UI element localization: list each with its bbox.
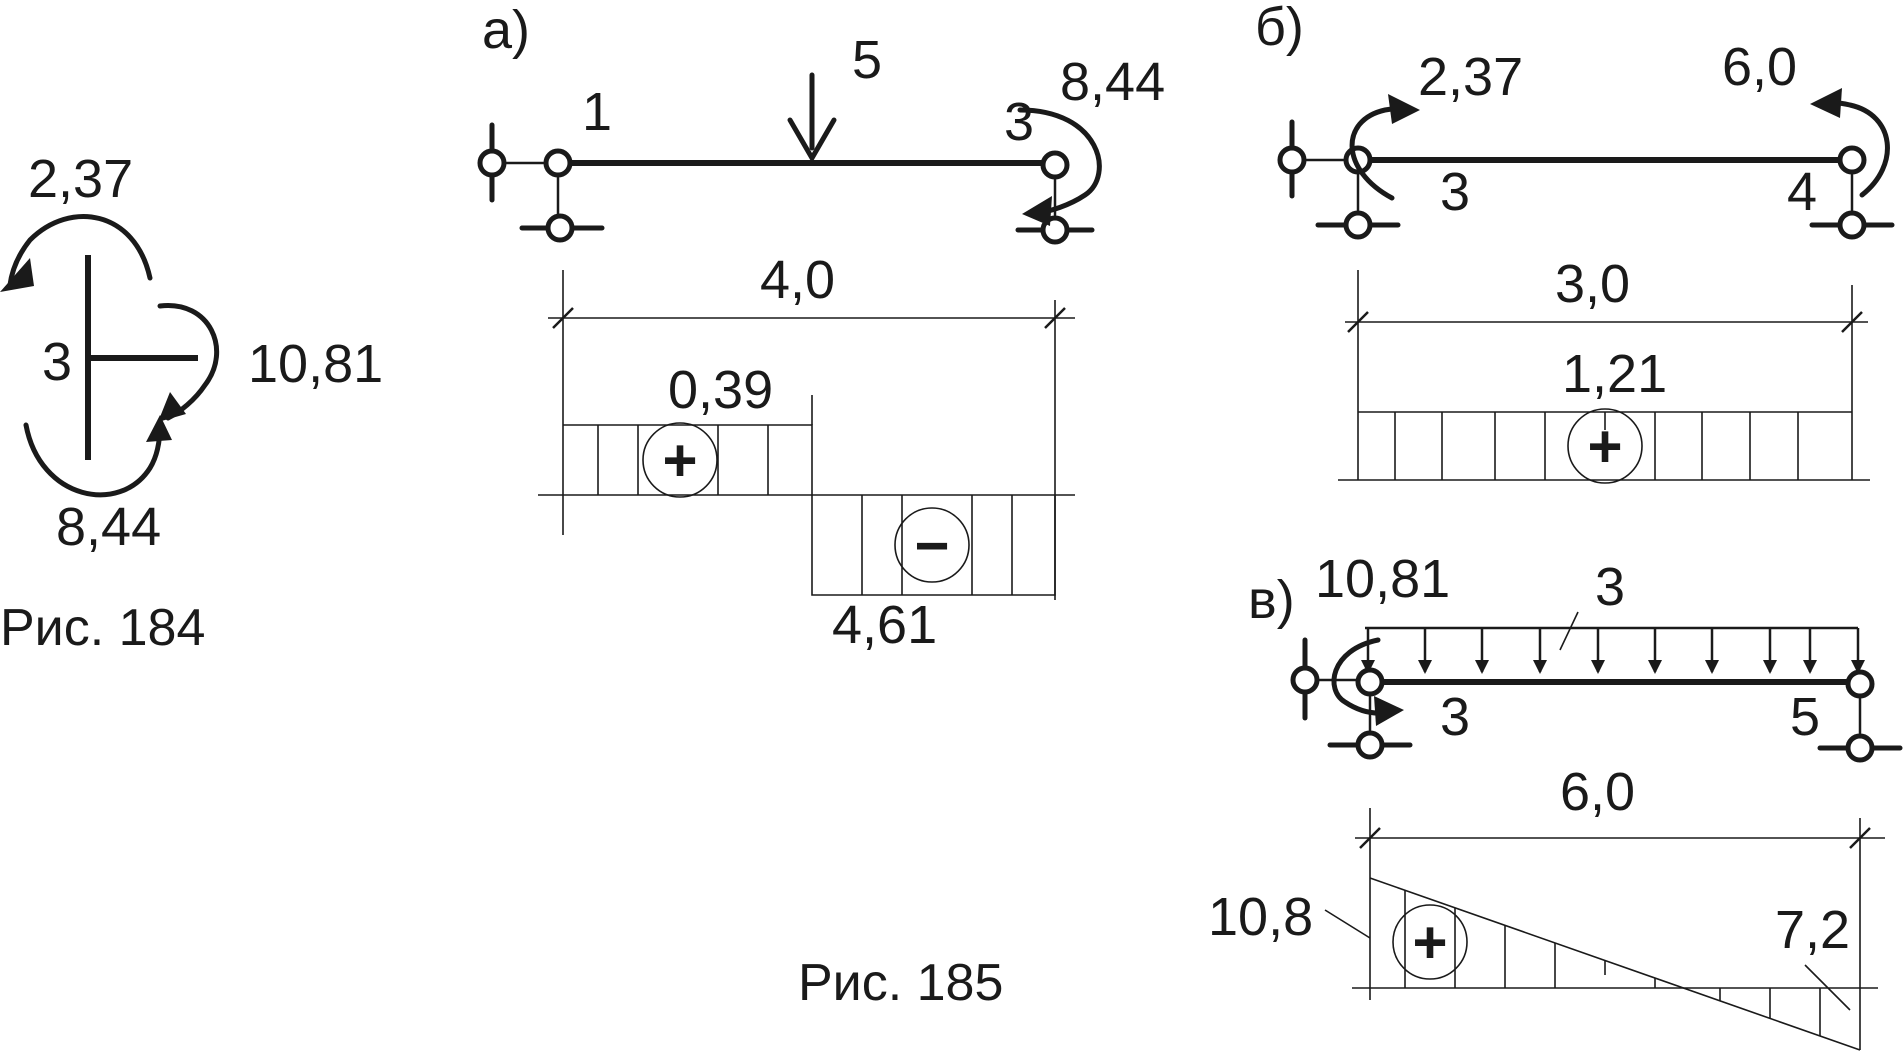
fig185c-hinge-left-outer bbox=[1290, 665, 1320, 695]
fig185a-label-shear-neg: 4,61 bbox=[832, 595, 937, 655]
fig185b-label-moment-left: 2,37 bbox=[1418, 47, 1523, 107]
fig185b-label-moment-right: 6,0 bbox=[1722, 37, 1797, 97]
fig185a-hinge-node3 bbox=[1040, 150, 1070, 180]
fig185b-hinge-left-lower bbox=[1343, 210, 1373, 240]
fig185b-hinge-right-lower bbox=[1837, 210, 1867, 240]
fig185b-moment-arrowhead-right bbox=[1810, 88, 1842, 118]
fig185c-label-shear-right: 7,2 bbox=[1775, 900, 1850, 960]
fig185b-sign: + bbox=[1587, 413, 1622, 480]
fig185a-shear-hatching bbox=[597, 425, 1013, 595]
fig185b-label-span: 3,0 bbox=[1555, 254, 1630, 314]
fig185c-moment-arrowhead bbox=[1374, 696, 1404, 726]
fig185a-hinge-left-lower bbox=[545, 213, 575, 243]
fig185b-dim-tick-left bbox=[1347, 311, 1369, 333]
fig185c-hinge-right-lower bbox=[1845, 733, 1875, 763]
fig185c-label-span: 6,0 bbox=[1560, 762, 1635, 822]
fig185c-hinge-node3 bbox=[1355, 667, 1385, 697]
fig185a-moment-arrowhead bbox=[1022, 196, 1052, 226]
fig185a-label-node-left: 1 bbox=[582, 82, 612, 142]
fig185-b: б) 2,37 6,0 3 4 3,0 bbox=[1255, 0, 1895, 484]
fig185b-label-node-left: 3 bbox=[1440, 162, 1470, 222]
fig185a-shear-negative-outline bbox=[811, 495, 1056, 596]
fig185c-load-arrows bbox=[1361, 628, 1865, 674]
fig185c-hinge-left-lower bbox=[1355, 730, 1385, 760]
fig185b-shear-hatching bbox=[1394, 412, 1799, 480]
fig185c-hinge-node5 bbox=[1845, 669, 1875, 699]
fig185c-dim-tick-right bbox=[1849, 827, 1871, 849]
fig184-moment-arrow-right bbox=[157, 303, 220, 421]
fig185a-sign-circle-pos bbox=[642, 422, 718, 498]
fig184-caption: Рис. 184 bbox=[0, 599, 205, 657]
fig185c-load-leader bbox=[1559, 611, 1579, 651]
fig185c-shear-hatching bbox=[1404, 890, 1821, 1036]
fig185c-label-node-left: 3 bbox=[1440, 687, 1470, 747]
fig185c-moment-arrow bbox=[1331, 637, 1393, 716]
fig185c-dim-tick-left bbox=[1359, 827, 1381, 849]
fig184-node-diagram: 2,37 10,81 8,44 3 Рис. 184 bbox=[0, 149, 383, 657]
fig185a-label-force: 5 bbox=[852, 30, 882, 90]
fig185c-tag: в) bbox=[1248, 570, 1295, 630]
fig185a-force-arrowhead bbox=[787, 117, 837, 163]
fig185c-sign-circle bbox=[1392, 904, 1468, 980]
fig185a-moment-arrow bbox=[1017, 107, 1102, 217]
fig184-label-moment-bottom: 8,44 bbox=[56, 497, 161, 557]
fig185a-dim-tick-right bbox=[1044, 307, 1066, 329]
fig185b-hinge-node4 bbox=[1837, 145, 1867, 175]
fig185c-shear-sloped-line bbox=[1369, 877, 1861, 1051]
fig185-a: а) 1 3 5 8,44 4,0 bbox=[477, 0, 1165, 655]
fig184-moment-arrow-bottom bbox=[23, 422, 163, 498]
fig185c-leader-left bbox=[1324, 909, 1371, 939]
fig185b-hinge-left-outer bbox=[1277, 145, 1307, 175]
fig185b-tag: б) bbox=[1255, 0, 1304, 57]
fig184-arrowhead-bottom bbox=[146, 415, 172, 442]
fig185c-label-node-right: 5 bbox=[1790, 687, 1820, 747]
fig185c-label-load: 3 bbox=[1595, 557, 1625, 617]
fig184-label-moment-right: 10,81 bbox=[248, 334, 383, 394]
fig185a-label-span: 4,0 bbox=[760, 250, 835, 310]
fig185a-label-shear-pos: 0,39 bbox=[668, 360, 773, 420]
fig185c-label-moment-left: 10,81 bbox=[1315, 549, 1450, 609]
fig185b-label-shear: 1,21 bbox=[1562, 344, 1667, 404]
fig185a-sign-circle-neg bbox=[894, 507, 970, 583]
fig185a-sign-neg: − bbox=[914, 512, 949, 579]
fig185a-label-node-right: 3 bbox=[1004, 92, 1034, 152]
fig185b-moment-arrowhead-left bbox=[1388, 94, 1420, 124]
fig185a-sign-pos: + bbox=[662, 427, 697, 494]
fig185a-hinge-left-outer bbox=[477, 148, 507, 178]
fig185-caption: Рис. 185 bbox=[798, 954, 1003, 1012]
fig185c-label-shear-left: 10,8 bbox=[1208, 887, 1313, 947]
fig185c-sign: + bbox=[1412, 909, 1447, 976]
fig185a-dim-tick-left bbox=[552, 307, 574, 329]
fig184-arrowhead-right bbox=[158, 392, 186, 422]
fig185b-dim-tick-right bbox=[1841, 311, 1863, 333]
fig184-label-load: 3 bbox=[42, 332, 72, 392]
fig184-arrowhead-top bbox=[0, 258, 34, 292]
fig185-c: в) 10,81 3 3 bbox=[1208, 549, 1903, 1051]
fig185a-label-moment: 8,44 bbox=[1060, 52, 1165, 112]
fig184-label-moment-top: 2,37 bbox=[28, 149, 133, 209]
fig184-moment-arrow-top bbox=[7, 214, 153, 288]
fig185b-label-node-right: 4 bbox=[1787, 162, 1817, 222]
fig185b-sign-circle bbox=[1567, 408, 1643, 484]
fig185a-hinge-node1 bbox=[543, 148, 573, 178]
fig185a-tag: а) bbox=[482, 0, 530, 60]
fig185c-leader-right bbox=[1804, 964, 1851, 1011]
